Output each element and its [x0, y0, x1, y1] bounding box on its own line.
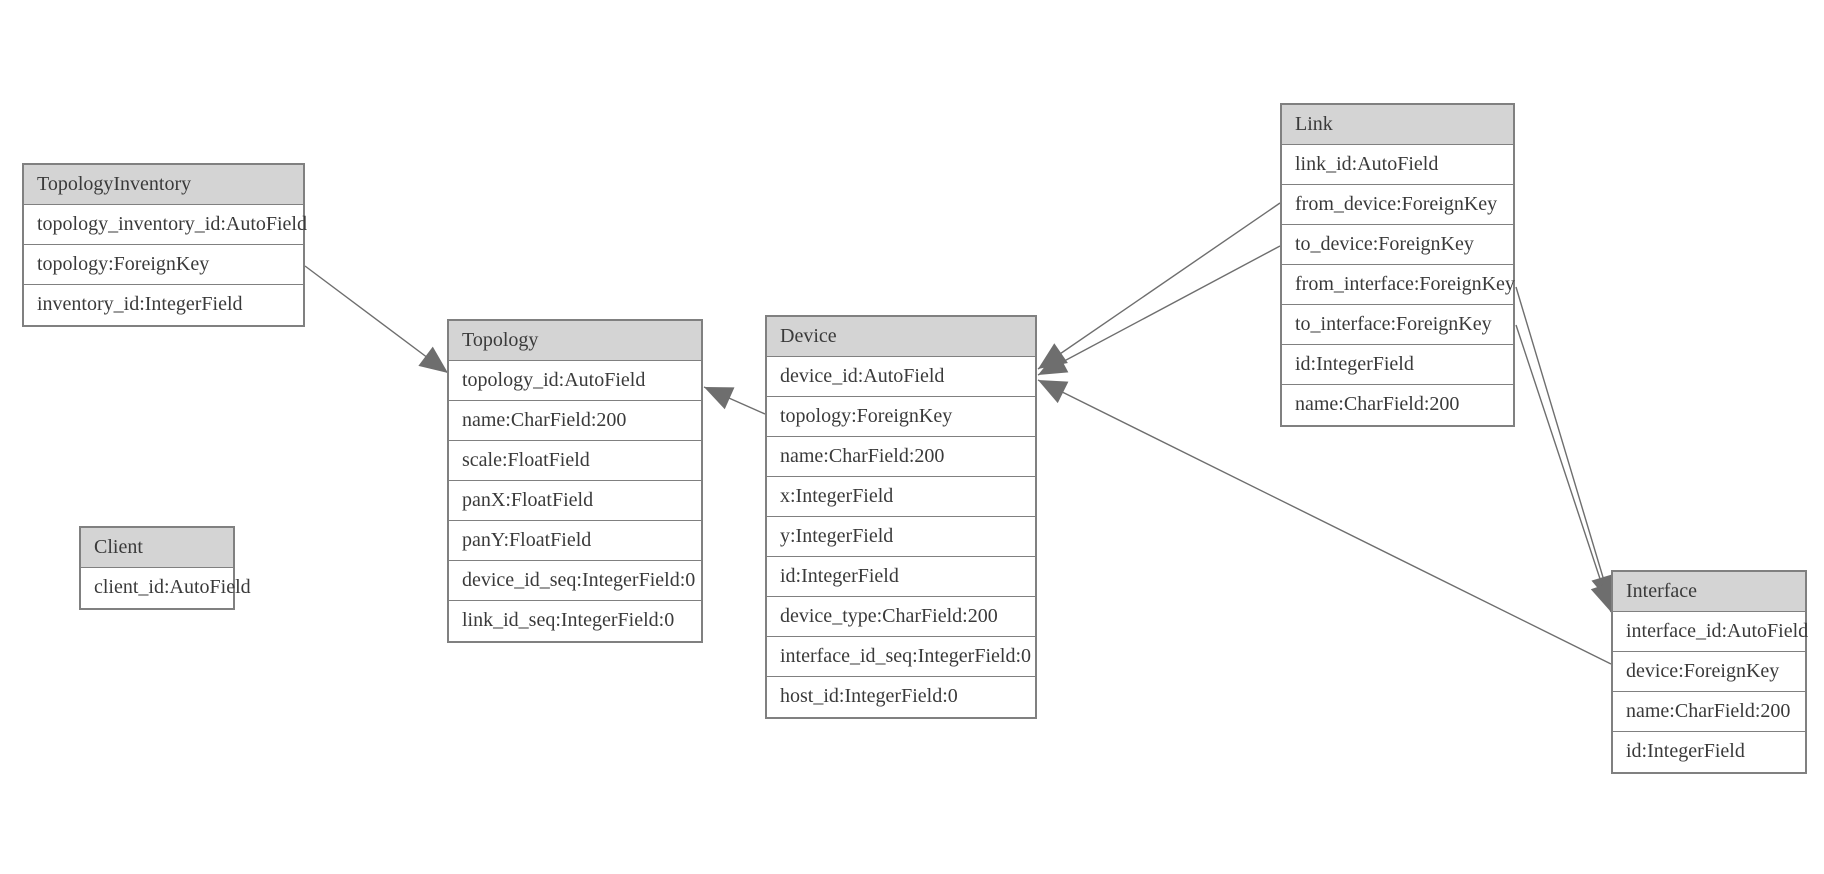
relationship-line [1037, 202, 1281, 370]
field-row: id:IntegerField [1613, 732, 1805, 772]
relationship-line [1515, 324, 1614, 613]
field-row: interface_id:AutoField [1613, 612, 1808, 652]
field-row: panY:FloatField [449, 521, 701, 561]
field-row: topology:ForeignKey [767, 397, 1035, 437]
field-row: name:CharField:200 [449, 401, 701, 441]
field-row: name:CharField:200 [1282, 385, 1513, 425]
field-row: device_id_seq:IntegerField:0 [449, 561, 701, 601]
relationship-line [703, 386, 766, 415]
field-row: link_id:AutoField [1282, 145, 1513, 185]
field-row: device_id:AutoField [767, 357, 1035, 397]
entity-title-topology: Topology [449, 321, 701, 361]
field-row: to_device:ForeignKey [1282, 225, 1513, 265]
field-row: interface_id_seq:IntegerField:0 [767, 637, 1035, 677]
field-row: device_type:CharField:200 [767, 597, 1035, 637]
field-row: id:IntegerField [1282, 345, 1513, 385]
field-row: id:IntegerField [767, 557, 1035, 597]
field-row: x:IntegerField [767, 477, 1035, 517]
entity-title-device: Device [767, 317, 1035, 357]
relationship-line [1515, 286, 1615, 605]
relationship-line [304, 265, 449, 374]
field-row: from_interface:ForeignKey [1282, 265, 1515, 305]
entity-title-link: Link [1282, 105, 1513, 145]
field-row: topology:ForeignKey [24, 245, 303, 285]
field-row: name:CharField:200 [1613, 692, 1805, 732]
field-row: to_interface:ForeignKey [1282, 305, 1513, 345]
field-row: topology_id:AutoField [449, 361, 701, 401]
relationship-line [1037, 245, 1281, 376]
field-row: link_id_seq:IntegerField:0 [449, 601, 701, 641]
field-row: scale:FloatField [449, 441, 701, 481]
field-row: y:IntegerField [767, 517, 1035, 557]
field-row: device:ForeignKey [1613, 652, 1805, 692]
field-row: host_id:IntegerField:0 [767, 677, 1035, 717]
field-row: inventory_id:IntegerField [24, 285, 303, 325]
field-row: from_device:ForeignKey [1282, 185, 1513, 225]
entity-title-topology_inventory: TopologyInventory [24, 165, 303, 205]
entity-title-interface: Interface [1613, 572, 1805, 612]
field-row: panX:FloatField [449, 481, 701, 521]
entity-title-client: Client [81, 528, 233, 568]
field-row: name:CharField:200 [767, 437, 1035, 477]
field-row: topology_inventory_id:AutoField [24, 205, 307, 245]
field-row: client_id:AutoField [81, 568, 251, 608]
